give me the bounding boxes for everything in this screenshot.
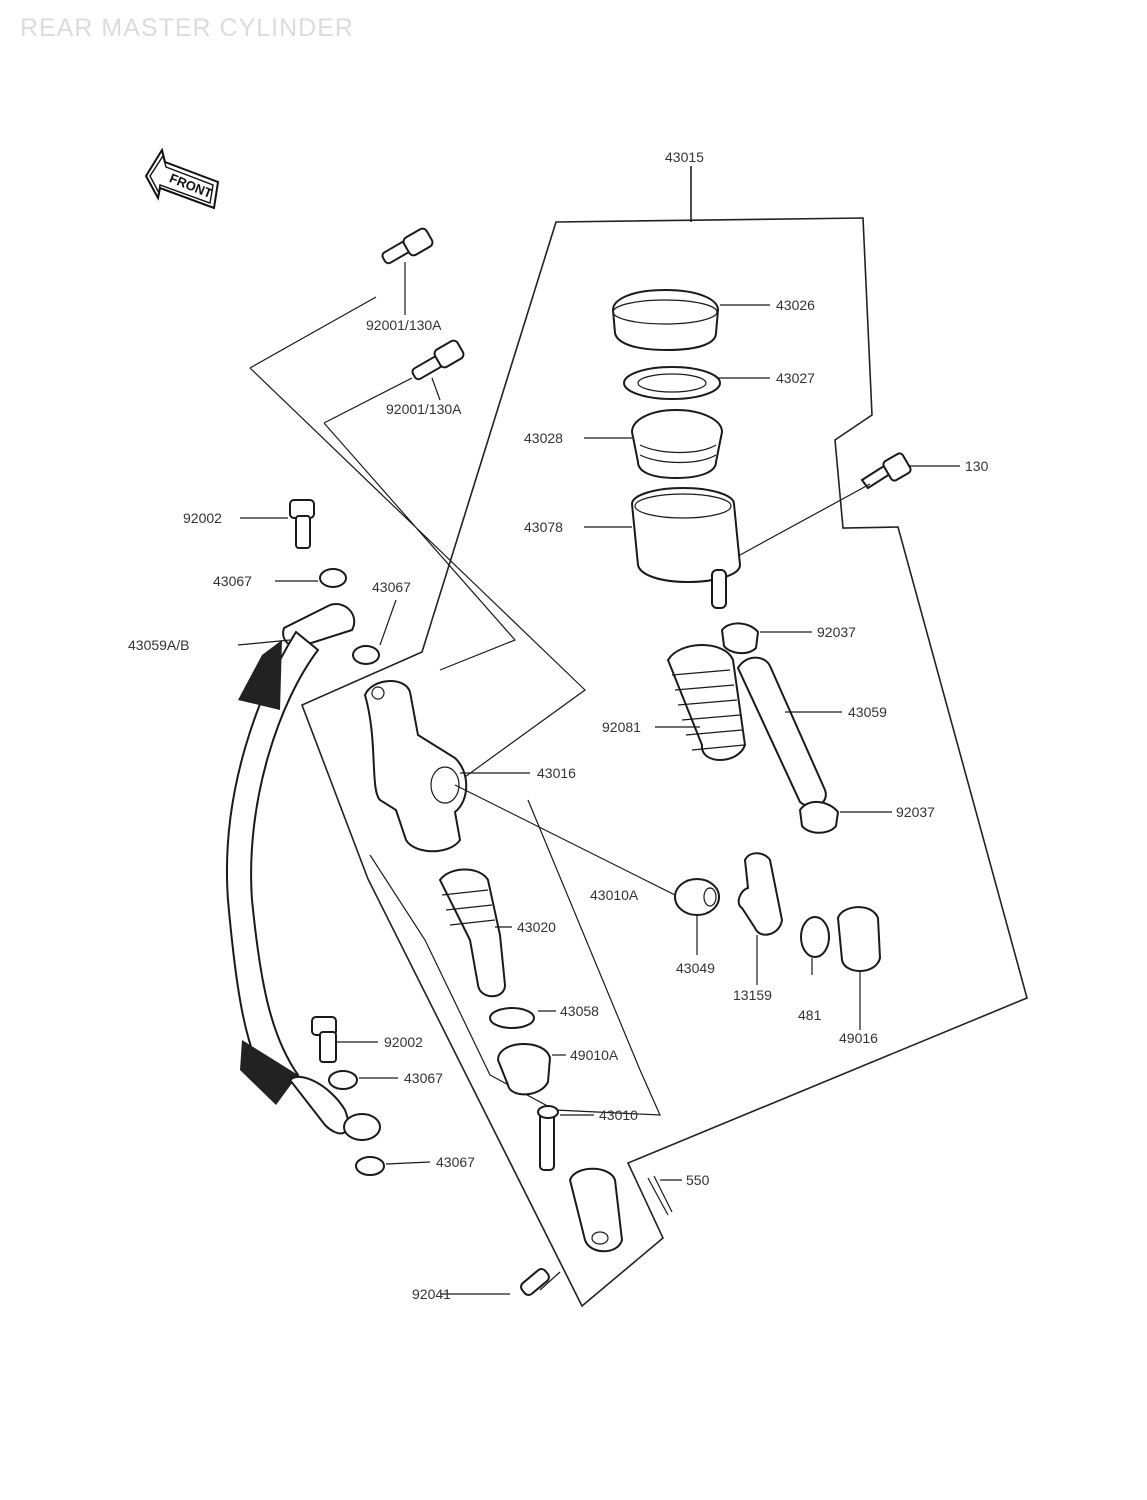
fitting-13159 bbox=[737, 852, 784, 936]
label-92002-upper: 92002 bbox=[183, 510, 222, 526]
piston-cap-43010A bbox=[674, 878, 720, 916]
clevis bbox=[568, 1167, 624, 1253]
cotter-pin-550 bbox=[647, 1175, 673, 1216]
boot-49010A bbox=[496, 1043, 552, 1096]
label-92081: 92081 bbox=[602, 719, 641, 735]
label-43020: 43020 bbox=[517, 919, 556, 935]
bolt-lines bbox=[249, 296, 586, 796]
label-43078: 43078 bbox=[524, 519, 563, 535]
label-43067-b: 43067 bbox=[372, 579, 411, 595]
screw-130 bbox=[739, 452, 912, 556]
washer-lower-1 bbox=[328, 1070, 358, 1090]
bolt-92001-b bbox=[411, 339, 465, 381]
label-92001-lower: 92001/130A bbox=[386, 401, 462, 417]
diagram-title: REAR MASTER CYLINDER bbox=[20, 14, 354, 42]
label-43067-a: 43067 bbox=[213, 573, 252, 589]
bolt-92041 bbox=[520, 1268, 561, 1296]
label-13159: 13159 bbox=[733, 987, 772, 1003]
label-92002-lower: 92002 bbox=[384, 1034, 423, 1050]
reservoir bbox=[630, 486, 742, 609]
circlip-481 bbox=[800, 916, 830, 958]
label-92037-lower: 92037 bbox=[896, 804, 935, 820]
label-92041: 92041 bbox=[412, 1286, 451, 1302]
label-92001-upper: 92001/130A bbox=[366, 317, 442, 333]
label-43010A: 43010A bbox=[590, 887, 639, 903]
leader-lines bbox=[237, 262, 960, 1295]
master-cylinder-outline bbox=[300, 217, 1028, 1308]
label-43026: 43026 bbox=[776, 297, 815, 313]
label-43067-c: 43067 bbox=[404, 1070, 443, 1086]
brake-hose bbox=[226, 603, 381, 1141]
label-43016: 43016 bbox=[537, 765, 576, 781]
front-arrow-badge: FRONT bbox=[144, 147, 220, 210]
banjo-bolt-upper bbox=[289, 499, 315, 549]
bolt-92001-a bbox=[381, 227, 434, 265]
hose-clamp-lower bbox=[798, 801, 840, 834]
reservoir-hose bbox=[736, 656, 827, 808]
label-43067-d: 43067 bbox=[436, 1154, 475, 1170]
label-49016: 49016 bbox=[839, 1030, 878, 1046]
washer-upper-2 bbox=[352, 645, 380, 665]
label-49010A: 49010A bbox=[570, 1047, 619, 1063]
label-43015: 43015 bbox=[665, 149, 704, 165]
washer-lower-2 bbox=[355, 1156, 385, 1176]
seal-49016 bbox=[836, 906, 882, 972]
reservoir-plate bbox=[630, 408, 724, 480]
push-rod-43010 bbox=[537, 1105, 559, 1171]
banjo-bolt-lower bbox=[311, 1016, 337, 1063]
washer-upper-1 bbox=[319, 568, 347, 588]
label-43027: 43027 bbox=[776, 370, 815, 386]
cylinder-body bbox=[363, 680, 468, 853]
label-130: 130 bbox=[965, 458, 989, 474]
label-481: 481 bbox=[798, 1007, 822, 1023]
label-550: 550 bbox=[686, 1172, 710, 1188]
ring-43058 bbox=[489, 1007, 535, 1029]
spring-92081 bbox=[666, 644, 747, 761]
label-92037-upper: 92037 bbox=[817, 624, 856, 640]
piston-spring-43020 bbox=[438, 868, 507, 998]
label-43010: 43010 bbox=[599, 1107, 638, 1123]
diaphragm bbox=[623, 366, 721, 400]
label-43049: 43049 bbox=[676, 960, 715, 976]
label-43059AB: 43059A/B bbox=[128, 637, 190, 653]
hose-clamp-upper bbox=[720, 622, 760, 654]
label-43059: 43059 bbox=[848, 704, 887, 720]
label-43028: 43028 bbox=[524, 430, 563, 446]
reservoir-cap bbox=[611, 288, 720, 352]
label-43058: 43058 bbox=[560, 1003, 599, 1019]
